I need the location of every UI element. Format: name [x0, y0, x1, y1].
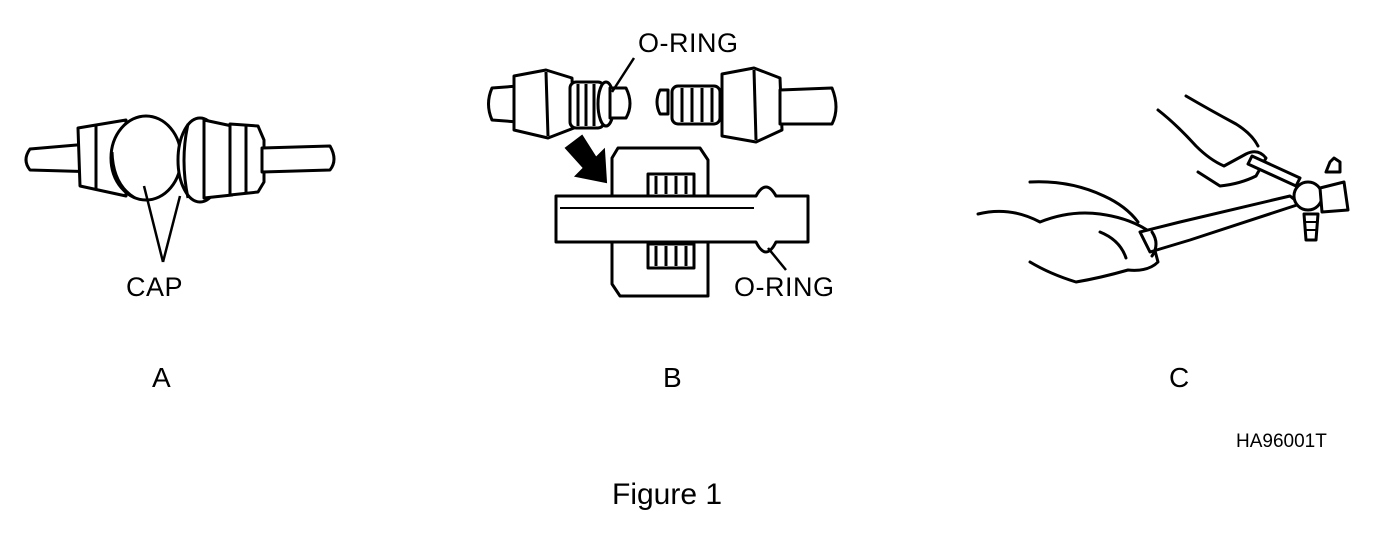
o-ring-callout-top: O-RING	[638, 28, 739, 58]
panel-b-letter: B	[663, 362, 682, 393]
panel-a-letter: A	[152, 362, 171, 393]
panel-c-letter: C	[1169, 362, 1190, 393]
cap-callout: CAP	[126, 272, 184, 302]
figure-code: HA96001T	[1236, 431, 1327, 452]
figure-caption: Figure 1	[612, 478, 723, 511]
o-ring-callout-bottom: O-RING	[734, 272, 835, 302]
